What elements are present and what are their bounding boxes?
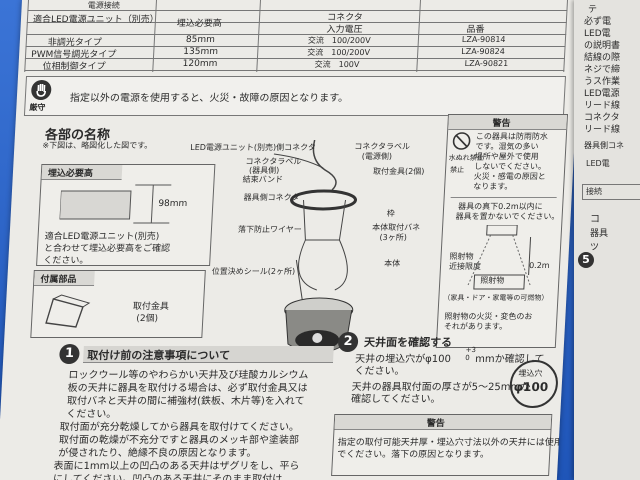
parts-diagram [273, 140, 358, 354]
dist-label2: 近接限度 [448, 262, 482, 271]
side-line: 結線の際 [584, 53, 621, 63]
table-row-voltage: 交流 100/200V [307, 48, 371, 57]
table-col2-title: 埋込必要高 [176, 19, 223, 29]
unit-table: 電源接続 適合LED電源ユニット（別売） 埋込必要高 コネクタ 入力電圧 品番 … [24, 0, 568, 72]
side-step-number: 5 [578, 252, 594, 268]
label-connector-sub: (電源側) [361, 152, 393, 161]
accessory-qty: (2個) [136, 314, 159, 324]
dist-caption: （家具・ドア・家電等の可燃物） [443, 294, 549, 302]
warning-panel: 警告 この器具は防雨防水 です。湿気の多い 水ぬれ禁止 場所や屋外で使用 しない… [435, 114, 569, 348]
side-item: コ [590, 214, 600, 225]
dist-line: 器具を置かないでください。 [455, 212, 560, 221]
table-row-code: LZA-90814 [461, 35, 506, 44]
table-row-height: 120mm [182, 59, 218, 69]
stamp-top: 埋込穴 [518, 369, 543, 378]
side-line: リード線 [584, 125, 621, 135]
step2-line4: 確認してください。 [350, 394, 441, 405]
embed-diagram [59, 184, 172, 224]
label-mount: 取付金具(2個) [372, 167, 425, 176]
warning-title: 警告 [492, 119, 511, 129]
step2-title: 天井面を確認する [363, 336, 453, 349]
side-item: ツ [590, 243, 600, 253]
table-header-partial: 電源接続 [87, 1, 120, 10]
side-item: 器具 [590, 229, 609, 239]
side-line: LED電源 [584, 89, 620, 99]
table-row-height: 135mm [183, 47, 219, 57]
dist-foot: それがあります。 [443, 322, 508, 331]
instruction-sheet: 電源接続 適合LED電源ユニット（別売） 埋込必要高 コネクタ 入力電圧 品番 … [0, 0, 583, 480]
strict-notice: 厳守 指定以外の電源を使用すると、火災・故障の原因となります。 [23, 76, 567, 116]
table-row-name: 位相制御タイプ [42, 62, 106, 72]
bracket-icon [45, 294, 91, 328]
warning2-line2: でください。落下の原因となります。 [336, 450, 490, 460]
step1-line: にしてください。凹凸のある天井にそのまま取付け [52, 474, 283, 480]
side-item: LED電 [586, 159, 610, 168]
keep-text: 指定以外の電源を使用すると、火災・故障の原因となります。 [69, 93, 349, 104]
label-band: 結束バンド [242, 175, 284, 184]
keep-label: 厳守 [29, 103, 46, 112]
embed-title: 埋込必要高 [47, 169, 94, 179]
stamp-value: φ100 [513, 380, 549, 394]
step1-title: 取付け前の注意事項について [87, 349, 231, 362]
warning2-panel: 警告 指定の取付可能天井厚・埋込穴寸法以外の天井には使用しない でください。落下… [331, 414, 582, 476]
warning2-title: 警告 [426, 419, 446, 429]
warning-icon-label2: 禁止 [449, 166, 465, 174]
distance-diagram [467, 225, 532, 290]
accessories-title: 付属部品 [40, 275, 77, 285]
table-row-voltage: 交流 100/200V [307, 36, 371, 45]
side-item: 器具側コネ [584, 141, 624, 150]
side-line: LED電 [584, 29, 611, 39]
step2-line2: ください。 [354, 366, 405, 377]
side-line: ネジで締 [584, 65, 621, 75]
table-row-height: 85mm [185, 35, 216, 45]
adjacent-sheet: テ 必ず電 LED電 の説明書 結線の際 ネジで締 うス作業 LED電源 リード… [574, 0, 640, 480]
dist-label3: 照射物 [480, 276, 505, 285]
table-row-code: LZA-90824 [461, 47, 506, 56]
side-item: 接続 [586, 187, 602, 196]
accessories-panel: 付属部品 取付金具 (2個) [30, 270, 206, 338]
label-frame: 枠 [386, 209, 396, 218]
side-line: うス作業 [584, 77, 621, 87]
dist-value: 0.2m [528, 261, 550, 270]
label-body: 本体 [383, 259, 401, 268]
embed-note-line: ください。 [43, 256, 89, 266]
label-seal: 位置決めシール(2ヶ所) [211, 267, 296, 276]
table-col3b: 品番 [466, 25, 485, 35]
no-water-icon [452, 132, 471, 150]
step2-tol-dn: 0 [465, 354, 470, 362]
side-line: コネクタ [584, 113, 620, 123]
step1-number: 1 [58, 344, 80, 364]
side-line: の説明書 [584, 41, 621, 51]
embed-dim: 98mm [158, 199, 188, 209]
parts-note: ※下図は、略図化した図です。 [42, 141, 153, 150]
label-fall-wire: 落下防止ワイヤー [237, 225, 302, 234]
table-row-code: LZA-90821 [464, 59, 509, 68]
table-col1-title: 適合LED電源ユニット（別売） [32, 15, 159, 25]
side-line: テ [588, 5, 598, 15]
table-row-voltage: 交流 100V [314, 60, 360, 69]
embed-height-panel: 埋込必要高 98mm 適合LED電源ユニット(別売) と合わせて埋込必要高をご確… [36, 164, 216, 266]
keep-icon: 厳守 [29, 80, 53, 112]
table-col3a: 入力電圧 [326, 25, 363, 35]
label-fixture-connector: 器具側コネクタ [243, 193, 300, 202]
label-led-unit: LED電源ユニット(別売)側コネクタ [190, 143, 317, 152]
side-line: リード線 [584, 101, 621, 111]
warning-line: なります。 [472, 182, 513, 191]
label-spring-sub: (3ヶ所) [379, 233, 408, 242]
side-line: 必ず電 [584, 17, 612, 27]
